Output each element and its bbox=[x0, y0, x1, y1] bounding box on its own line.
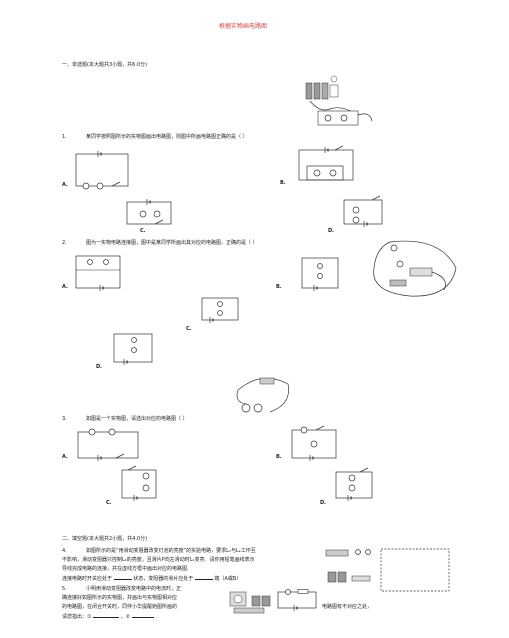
section-heading-fill-in: 二、填空题(本大题共2小题，共4.0分) bbox=[62, 536, 148, 542]
q2-option-c-diagram[interactable] bbox=[200, 294, 240, 324]
q5-line3b: 电路图有不对应之处， bbox=[322, 604, 373, 610]
q3-option-d-label[interactable]: D. bbox=[320, 500, 327, 506]
q5-line4-part1: 请您指出：① bbox=[62, 614, 92, 620]
q3-option-c-diagram[interactable] bbox=[120, 465, 158, 502]
q4-number: 4. bbox=[62, 548, 67, 554]
q4-line3: 导线完成电路的连接，并在虚线方框中画出对应的电路图. bbox=[62, 566, 189, 572]
q3-option-b-label[interactable]: B. bbox=[276, 454, 282, 460]
q1-option-b-diagram[interactable] bbox=[295, 145, 357, 186]
q5-line3a: 的电路图，在闭合开关时，同伴小华提醒她图所画的 bbox=[62, 604, 178, 610]
q4-line2: 不影响，滑动变阻器只控制L₁的亮度，且滑片P向左滑动时L₁变亮．请你用铅笔画线表… bbox=[62, 557, 255, 563]
q3-option-d-diagram[interactable] bbox=[334, 467, 374, 502]
q1-apparatus-image bbox=[305, 75, 373, 126]
q2-option-a-label[interactable]: A. bbox=[62, 284, 68, 290]
q1-option-a-label[interactable]: A. bbox=[62, 182, 68, 188]
q1-option-a-diagram[interactable] bbox=[72, 150, 132, 192]
q2-option-d-diagram[interactable] bbox=[112, 332, 154, 365]
q5-circuit-diagram bbox=[277, 589, 317, 611]
q5-line4-part3: . bbox=[155, 614, 157, 620]
q2-option-b-label[interactable]: B. bbox=[276, 284, 282, 290]
q2-option-a-diagram[interactable] bbox=[74, 254, 122, 291]
q1-option-d-label[interactable]: D. bbox=[328, 228, 335, 234]
q2-apparatus-image bbox=[373, 240, 457, 297]
q5-line2: 确连接好如图所示的实物图，并画出与实物图相对应 bbox=[62, 595, 178, 601]
q2-option-d-label[interactable]: D. bbox=[96, 364, 103, 370]
q4-line4-part3: 端（A或B） bbox=[214, 576, 242, 582]
q3-apparatus-image bbox=[236, 377, 289, 413]
q5-number: 5. bbox=[62, 586, 67, 592]
q4-line1: 如图所示的是“用滑动变阻器改变灯泡的亮度”的实验电路，要求L₁与L₂工作互 bbox=[86, 548, 256, 554]
q1-option-c-diagram[interactable] bbox=[125, 198, 175, 228]
q2-option-c-label[interactable]: C. bbox=[186, 326, 192, 332]
q4-answer-dashed-box[interactable] bbox=[380, 548, 450, 592]
q1-option-c-label[interactable]: C. bbox=[140, 228, 146, 234]
section-heading-single-choice: 一、单选题(本大题共3小题，共6.0分) bbox=[62, 62, 148, 68]
q2-number: 2. bbox=[62, 240, 67, 246]
page-title: 根据实物画电路图 bbox=[219, 23, 268, 30]
q4-apparatus-image bbox=[325, 549, 371, 583]
q3-stem: 如图是一个实物图，请选出对应的电路图（ ） bbox=[86, 416, 188, 422]
q4-line4: 连接电路时开关应处于 状态，变阻器的滑片应处于 端（A或B） bbox=[62, 575, 241, 582]
q5-answer-blank-2[interactable] bbox=[131, 613, 154, 618]
q2-stem: 图为一实物电路连接图，图中是某同学所画出其对应的电路图，正确的是（ ） bbox=[86, 240, 258, 246]
q1-stem: 某同学按照图所示的实物图画出电路图，则图中所画电路图正确的是（ ） bbox=[86, 134, 248, 140]
q3-option-a-diagram[interactable] bbox=[76, 428, 140, 462]
q3-option-c-label[interactable]: C. bbox=[106, 500, 112, 506]
q3-number: 3. bbox=[62, 416, 67, 422]
q3-option-a-label[interactable]: A. bbox=[62, 454, 68, 460]
q5-answer-blank-1[interactable] bbox=[93, 613, 120, 618]
q4-line4-part1: 连接电路时开关应处于 bbox=[62, 576, 113, 582]
q1-option-d-diagram[interactable] bbox=[342, 195, 386, 228]
q5-line4: 请您指出：① ，② . bbox=[62, 613, 157, 620]
q5-apparatus-image bbox=[229, 591, 271, 614]
q1-option-b-label[interactable]: B. bbox=[280, 180, 286, 186]
q4-slider-end-blank[interactable] bbox=[194, 575, 213, 580]
q5-line1: 小明用滑动变阻器改变电路中的电流时，正 bbox=[86, 586, 182, 592]
q1-number: 1. bbox=[62, 134, 67, 140]
q5-line4-part2: ，② bbox=[120, 614, 131, 620]
q3-option-b-diagram[interactable] bbox=[290, 425, 338, 462]
q4-line4-part2: 状态，变阻器的滑片应处于 bbox=[133, 576, 194, 582]
q4-switch-state-blank[interactable] bbox=[113, 575, 132, 580]
q2-option-b-diagram[interactable] bbox=[300, 256, 340, 291]
